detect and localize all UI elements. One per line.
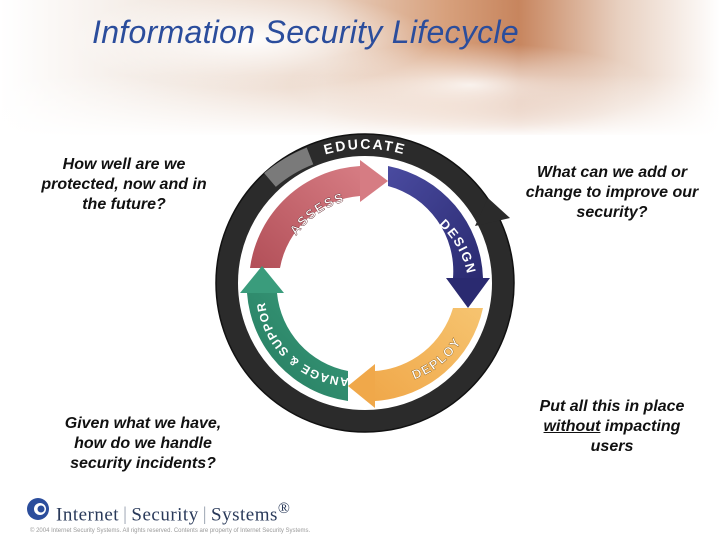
educate-label: EDUCATE [322,136,408,158]
design-segment [388,166,483,278]
copyright-footer: © 2004 Internet Security Systems. All ri… [30,528,311,534]
educate-ring-start [264,147,314,188]
logo-wordmark: Internet|Security|Systems® [56,500,290,526]
educate-ring [216,134,514,432]
slide-title: Information Security Lifecycle [92,14,519,50]
question-design: What can we add or change to improve our… [525,164,699,221]
educate-ring-edge [215,133,515,433]
inner-disc [251,169,479,397]
question-deploy-text-b: impacting users [590,418,681,455]
deploy-arrow [348,364,375,408]
banner-fade [0,75,720,137]
question-manage: Given what we have, how do we handle sec… [64,415,222,472]
logo-word-1: Internet [56,504,120,526]
lifecycle-diagram: EDUCATE ASSESS DESIGN DEPLOY MANAGE & SU… [210,128,515,433]
educate-arrow-head [475,198,510,226]
question-deploy-text-a: Put all this in place [539,398,685,415]
question-deploy: Put all this in place without impacting … [520,397,704,457]
assess-segment [250,166,360,268]
question-deploy-emphasis: without [543,418,601,435]
question-assess: How well are we protected, now and in th… [41,156,207,213]
logo-word-3: Systems [211,504,278,526]
logo-separator: | [202,504,208,526]
design-arrow [446,278,490,308]
logo-registered-mark: ® [277,500,291,517]
manage-arrow [240,266,284,293]
logo-mark-icon [27,498,49,520]
manage-segment [247,293,348,401]
logo-word-2: Security [131,504,199,526]
deploy-segment [375,308,483,401]
company-logo: Internet|Security|Systems® [26,494,356,526]
assess-arrow [360,160,388,202]
logo-separator: | [123,504,128,526]
